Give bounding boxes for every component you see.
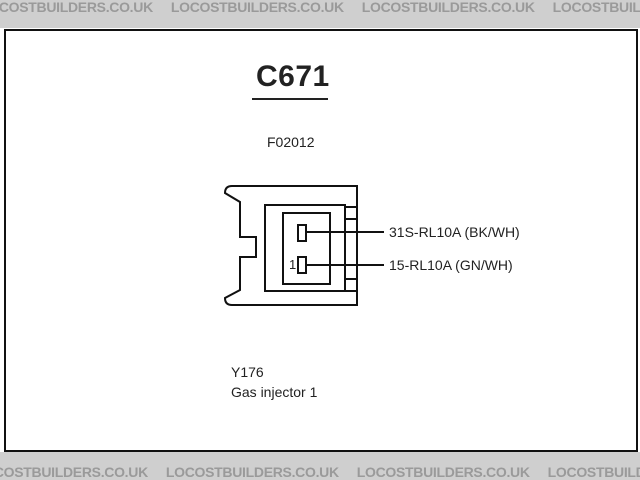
connector-code: F02012 (267, 134, 315, 150)
watermark-text: LOCOSTBUILDERS.CO.UK (165, 464, 339, 480)
watermark-text: LOCOSTBUILDERS.CO.UK (547, 464, 640, 480)
pin-terminal-2 (297, 224, 307, 242)
connector-inner-body (264, 204, 346, 292)
watermark-text: LOCOSTBUILDERS.CO.UK (356, 464, 530, 480)
connector-id: C671 (256, 60, 330, 93)
diagram-frame (4, 29, 638, 453)
component-ref: Y176 (231, 364, 264, 380)
wire-label: 31S-RL10A (BK/WH) (389, 224, 520, 240)
watermark-banner-bottom: LOCOSTBUILDERS.CO.UK LOCOSTBUILDERS.CO.UK… (0, 452, 640, 480)
watermark-text: LOCOSTBUILDERS.CO.UK (0, 464, 148, 480)
connector-tab-bottom (344, 278, 358, 292)
watermark-banner-top: LOCOSTBUILDERS.CO.UK LOCOSTBUILDERS.CO.UK… (0, 0, 640, 28)
connector-cavity (282, 212, 331, 285)
watermark-text: LOCOSTBUILDERS.CO.UK (170, 0, 344, 15)
component-description: Gas injector 1 (231, 384, 318, 400)
connector-housing (223, 185, 358, 306)
connector-tab-top (344, 206, 358, 220)
watermark-text: LOCOSTBUILDERS.CO.UK (361, 0, 535, 15)
wire-label: 15-RL10A (GN/WH) (389, 257, 513, 273)
pin-terminal-1 (297, 256, 307, 274)
title-underline (252, 98, 328, 100)
pin-number-label: 1 (289, 257, 297, 272)
watermark-text: LOCOSTBUILDERS.CO.UK (552, 0, 640, 15)
watermark-text: LOCOSTBUILDERS.CO.UK (0, 0, 153, 15)
